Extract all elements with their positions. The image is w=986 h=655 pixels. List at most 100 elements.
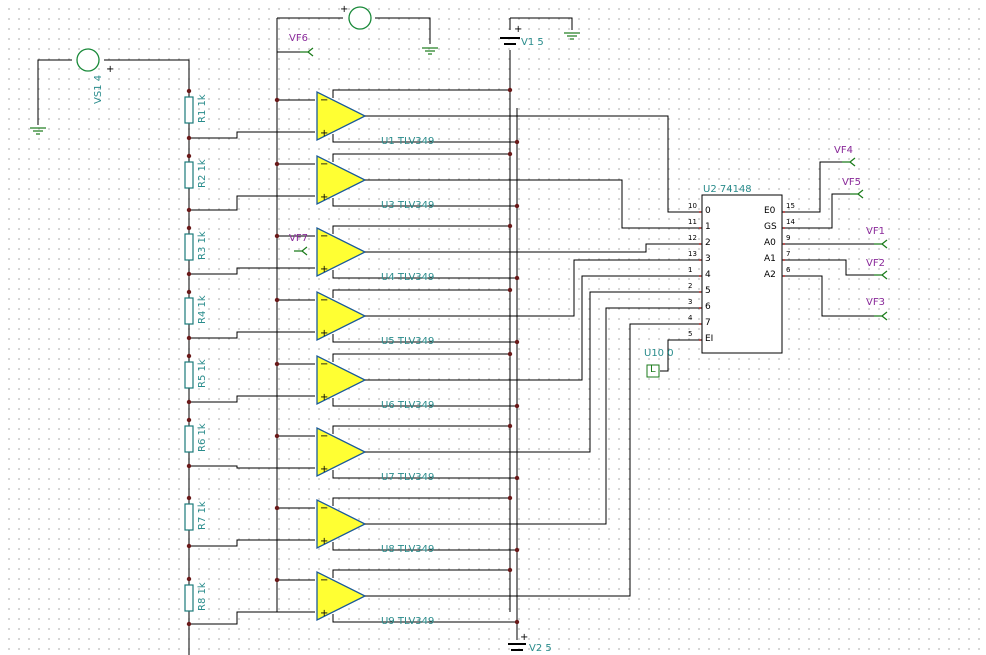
probe-vf7-label: VF7 <box>289 233 308 244</box>
v1-label: V1 5 <box>521 37 544 48</box>
wire <box>660 339 692 372</box>
junction-dot <box>507 423 513 429</box>
wires <box>37 17 573 655</box>
junction-dot <box>186 353 192 359</box>
pin-dot <box>699 323 701 325</box>
minus-sign: − <box>320 359 328 370</box>
junction-dot <box>514 475 520 481</box>
encoder-input-pin: 13 <box>688 250 697 258</box>
wire <box>189 131 315 139</box>
junction-dot <box>186 135 192 141</box>
wire <box>332 614 517 623</box>
junction-dot <box>514 275 520 281</box>
resistor-label: R8 1k <box>197 582 208 611</box>
junction-dot <box>507 567 513 573</box>
encoder-input-name: 5 <box>705 286 711 296</box>
encoder-input-pin: 11 <box>688 218 697 226</box>
junction-dot <box>186 153 192 159</box>
resistor-symbol <box>184 584 194 612</box>
comparator-label: U4 TLV349 <box>381 272 435 283</box>
plus-sign: + <box>320 608 328 619</box>
junction-dot <box>274 505 280 511</box>
comparator-label: U6 TLV349 <box>381 400 435 411</box>
junction-dot <box>507 87 513 93</box>
plus-sign: + <box>320 392 328 403</box>
wire <box>332 353 510 362</box>
vf1-probe-icon <box>881 243 888 249</box>
minus-sign: − <box>320 503 328 514</box>
junction-dot <box>274 361 280 367</box>
junction-dot <box>186 88 192 94</box>
vf3-probe-icon <box>874 311 888 317</box>
minus-sign: − <box>320 95 328 106</box>
minus-sign: − <box>320 575 328 586</box>
comparator-label: U9 TLV349 <box>381 616 435 627</box>
comparator-symbol <box>316 90 367 142</box>
wire <box>332 398 517 407</box>
pin-dot <box>783 227 785 229</box>
wire <box>792 161 842 213</box>
junction-dot <box>186 576 192 582</box>
probe-vf4-label: VF4 <box>834 145 853 156</box>
junction-dot <box>514 139 520 145</box>
comparator-symbol <box>316 426 367 478</box>
plus-sign: + <box>320 264 328 275</box>
vs1-source-symbol <box>76 48 100 72</box>
encoder-output-name: A0 <box>764 238 776 248</box>
junction-dot <box>274 433 280 439</box>
source-plus-sign: + <box>340 4 348 15</box>
encoder-input-name: 0 <box>705 206 711 216</box>
pin-dot <box>783 211 785 213</box>
encoder-input-pin: 1 <box>688 266 693 274</box>
probe-vf1-label: VF1 <box>866 226 885 237</box>
junction-dot <box>507 287 513 293</box>
resistor-label: R7 1k <box>197 501 208 530</box>
junction-dot <box>186 225 192 231</box>
resistor-label: R1 1k <box>197 94 208 123</box>
resistor-symbol <box>184 161 194 189</box>
encoder-input-pin: 2 <box>688 282 693 290</box>
junction-dot <box>507 151 513 157</box>
wire <box>189 611 315 625</box>
junction-dot <box>274 297 280 303</box>
encoder-output-name: E0 <box>764 206 776 216</box>
junction-dot <box>507 351 513 357</box>
wire <box>189 267 315 275</box>
minus-sign: − <box>320 295 328 306</box>
minus-sign: − <box>320 231 328 242</box>
resistor-symbol <box>184 425 194 453</box>
resistor-label: R2 1k <box>197 159 208 188</box>
wire <box>332 334 517 343</box>
resistor-symbol <box>184 297 194 325</box>
battery-plus-sign: + <box>520 632 528 643</box>
pin-dot <box>699 227 701 229</box>
encoder-output-pin: 9 <box>786 234 791 242</box>
vf5-probe-icon <box>850 189 864 195</box>
pin-dot <box>783 275 785 277</box>
pin-dot <box>699 259 701 261</box>
encoder-input-name: 4 <box>705 270 711 280</box>
vf3-probe-icon <box>881 315 888 321</box>
battery-plus-sign: + <box>514 24 522 35</box>
vf6-probe-icon <box>307 51 314 57</box>
vf2-probe-icon <box>874 270 888 276</box>
resistor-symbol <box>184 503 194 531</box>
junction-dot <box>186 399 192 405</box>
junction-dot <box>514 619 520 625</box>
pin-dot <box>699 243 701 245</box>
junction-dot <box>186 463 192 469</box>
junction-dot <box>186 417 192 423</box>
wire <box>332 153 510 162</box>
encoder-output-pin: 14 <box>786 218 795 226</box>
comparator-label: U7 TLV349 <box>381 472 435 483</box>
wire <box>332 89 510 98</box>
plus-sign: + <box>320 464 328 475</box>
pin-dot <box>783 243 785 245</box>
wire <box>332 198 517 207</box>
junction-dot <box>507 223 513 229</box>
junction-dot <box>514 547 520 553</box>
wire <box>365 243 692 253</box>
vf4-probe-icon <box>842 157 856 163</box>
